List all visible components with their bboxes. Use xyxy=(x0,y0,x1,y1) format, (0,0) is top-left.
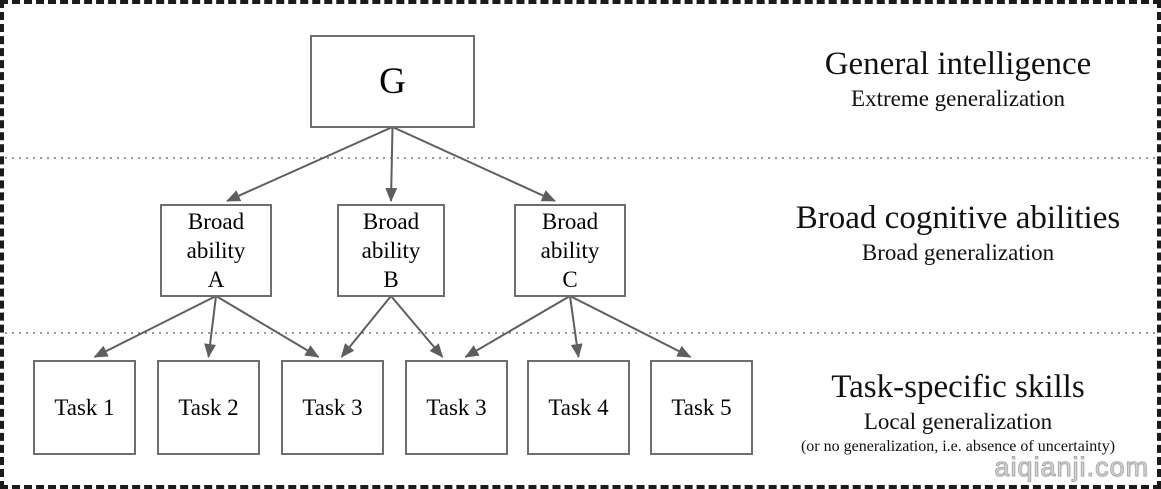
level-annotation-broad-cognitive-abilities: Broad cognitive abilities Broad generali… xyxy=(758,199,1158,268)
edge-g-to-b xyxy=(385,126,398,202)
node-label-line: ability xyxy=(361,238,421,263)
level-title: Broad cognitive abilities xyxy=(795,200,1121,236)
node-broad-ability-c: Broad ability C xyxy=(514,204,626,297)
level-annotation-task-specific-skills: Task-specific skills Local generalizatio… xyxy=(758,368,1158,457)
task-label: Task 2 xyxy=(178,395,239,420)
task-label: Task 3 xyxy=(302,395,363,420)
node-label-line: Broad xyxy=(362,209,420,234)
level-title: General intelligence xyxy=(824,46,1092,82)
node-label-line: ability xyxy=(186,238,246,263)
node-task-3-duplicate: Task 3 xyxy=(405,360,508,455)
edge-g-to-a xyxy=(226,126,393,202)
level-note: (or no generalization, i.e. absence of u… xyxy=(800,438,1116,455)
node-label-line: C xyxy=(562,267,578,292)
task-label: Task 3 xyxy=(426,395,487,420)
node-label-line: Broad xyxy=(187,209,245,234)
edge-a-to-t1 xyxy=(93,295,217,358)
task-label: Task 1 xyxy=(54,395,115,420)
level-subtitle: Extreme generalization xyxy=(851,86,1065,111)
edge-b-to-t3b xyxy=(390,295,444,358)
node-label-line: B xyxy=(383,267,399,292)
node-task-4: Task 4 xyxy=(527,360,630,455)
node-label-line: Broad xyxy=(541,209,599,234)
edge-c-to-t4 xyxy=(569,295,583,358)
node-g-general-factor: G xyxy=(310,35,475,128)
node-label-line: ability xyxy=(540,238,600,263)
task-label: Task 4 xyxy=(548,395,609,420)
node-broad-ability-b: Broad ability B xyxy=(337,204,445,297)
edge-b-to-t3 xyxy=(340,295,392,358)
edge-a-to-t2 xyxy=(204,295,217,358)
level-title: Task-specific skills xyxy=(831,369,1085,405)
edge-c-to-t3b xyxy=(464,295,571,358)
node-g-label: G xyxy=(379,60,406,102)
edge-arrows xyxy=(93,126,692,358)
node-broad-ability-a: Broad ability A xyxy=(160,204,272,297)
level-subtitle: Local generalization xyxy=(863,409,1053,434)
level-annotation-general-intelligence: General intelligence Extreme generalizat… xyxy=(758,45,1158,114)
task-label: Task 5 xyxy=(671,395,732,420)
edge-g-to-c xyxy=(392,126,556,202)
node-task-5: Task 5 xyxy=(650,360,753,455)
edge-a-to-t3 xyxy=(215,295,320,358)
edge-c-to-t5 xyxy=(569,295,692,358)
node-label-line: A xyxy=(207,267,225,292)
node-task-2: Task 2 xyxy=(157,360,260,455)
level-subtitle: Broad generalization xyxy=(861,240,1055,265)
watermark: aiqianji.com xyxy=(994,452,1149,483)
node-task-1: Task 1 xyxy=(33,360,136,455)
node-task-3: Task 3 xyxy=(281,360,384,455)
